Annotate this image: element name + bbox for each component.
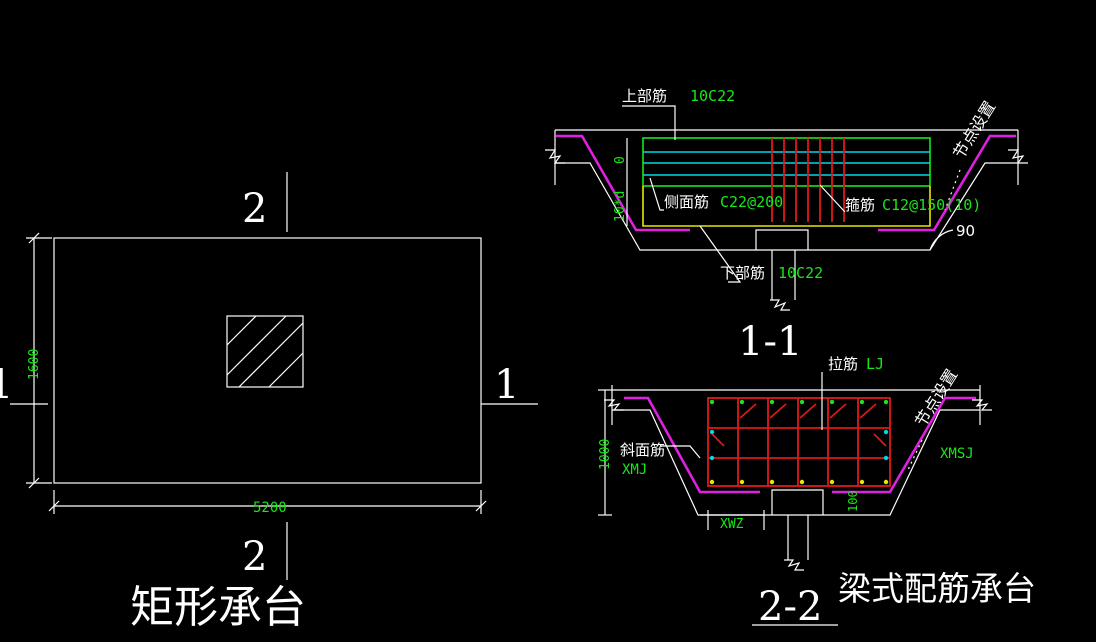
section-1-1: 0 10*d 上部筋 10C22 侧面筋 C22@200 箍筋 C12@150(… [545,87,1028,365]
side-bar-label: 侧面筋 [664,193,709,211]
bottom-bar-label: 下部筋 [720,264,765,282]
section-title-2-2: 2-2 [758,584,822,630]
break-mark-left [545,149,565,164]
dim-zero: 0 [613,156,628,164]
tie-value: LJ [866,355,884,373]
dimension-width: 5200 [48,490,487,516]
column-stub-1 [755,229,809,250]
slope-rebar-left [556,134,690,232]
break-mark-right-2 [972,399,992,411]
rebar-dots-2 [709,399,889,485]
dimension-width-text: 5200 [253,500,287,516]
stirrups-1 [771,138,845,222]
caption-beam-cap: 梁式配筋承台 [838,569,1036,608]
top-bar-label: 上部筋 [622,87,667,105]
column-stub-2 [771,489,824,515]
angle-90: 90 [956,222,975,240]
dim-10d: 10*d [613,191,628,222]
bottom-bar-value: 10C22 [778,264,823,282]
top-bar-value: 10C22 [690,87,735,105]
section-label-right: 1 [494,362,519,408]
column-hatched [226,315,304,388]
stirrup-value: C12@150(10) [882,196,981,214]
section-label-left: 1 [0,362,13,408]
dim-100: 100 [846,490,860,512]
slope-rebar-right-2 [832,396,976,494]
dimension-height-text: 1600 [27,349,42,380]
tie-label: 拉筋 [828,355,858,373]
break-mark-left-2 [604,399,624,411]
section-label-top: 2 [242,186,267,232]
dimension-height: 1600 [26,232,52,489]
dim-1000: 1000 [598,439,613,470]
xmsj-label: XMSJ [940,446,974,462]
caption-rect-cap: 矩形承台 [130,582,306,633]
rebar-grid-2 [707,397,891,487]
break-mark-right [1008,149,1028,164]
side-bar-value: C22@200 [720,193,783,211]
bottom-rebar-box [642,186,931,227]
slope-value: XMJ [622,462,647,478]
dim-xwz: XWZ [720,517,744,532]
stirrup-label: 箍筋 [845,196,875,214]
slope-rebar-right [878,134,1016,232]
plan-view: 2 2 1 1 1600 5200 矩形承台 [0,172,538,633]
top-rebar-box [642,137,931,187]
slope-rebar-left-2 [624,396,760,494]
section-2-2: 1000 100 XWZ 拉筋 LJ 斜面筋 XMJ XMSJ 节点设置 2-2… [598,355,1036,630]
cap-outline [53,237,482,484]
section-title-1-1: 1-1 [738,319,802,365]
section-label-bottom: 2 [242,534,267,580]
slope-label: 斜面筋 [620,441,665,459]
